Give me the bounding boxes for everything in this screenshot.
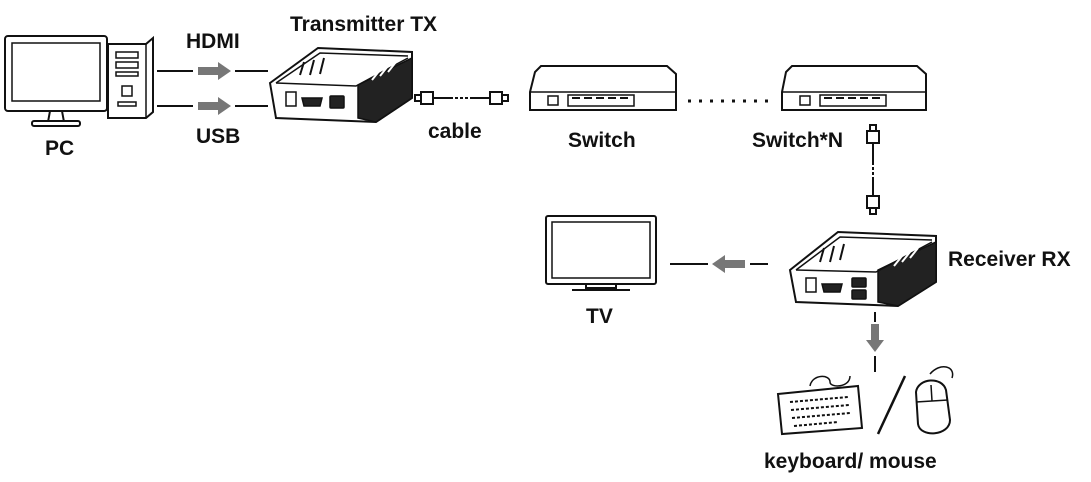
pc-monitor-icon [4, 35, 108, 127]
usb-label: USB [196, 125, 241, 148]
receiver-label: Receiver RX [948, 248, 1071, 271]
network-cable-icon [414, 91, 509, 105]
cable-label: cable [428, 120, 482, 143]
tv-icon [545, 215, 657, 291]
tv-label: TV [586, 305, 613, 328]
switch-n-device-icon [781, 65, 927, 111]
mouse-icon [914, 366, 954, 435]
pc-label: PC [45, 137, 75, 160]
separator-slash [876, 375, 907, 435]
rx-to-peripherals-link [866, 312, 884, 372]
switch-n-label: Switch*N [752, 129, 844, 152]
switch-device-icon [529, 65, 677, 111]
transmitter-device-icon [268, 46, 413, 124]
receiver-device-icon [788, 230, 937, 308]
pc-tower-icon [107, 35, 154, 119]
keyboard-icon [776, 375, 864, 436]
switch-label: Switch [568, 129, 636, 152]
hdmi-link [157, 62, 268, 80]
rx-to-tv-link [670, 255, 768, 273]
peripherals-label: keyboard/ mouse [764, 450, 937, 473]
vertical-network-cable-icon [866, 124, 880, 215]
usb-link [157, 97, 268, 115]
transmitter-label: Transmitter TX [290, 13, 438, 36]
hdmi-label: HDMI [186, 30, 240, 53]
